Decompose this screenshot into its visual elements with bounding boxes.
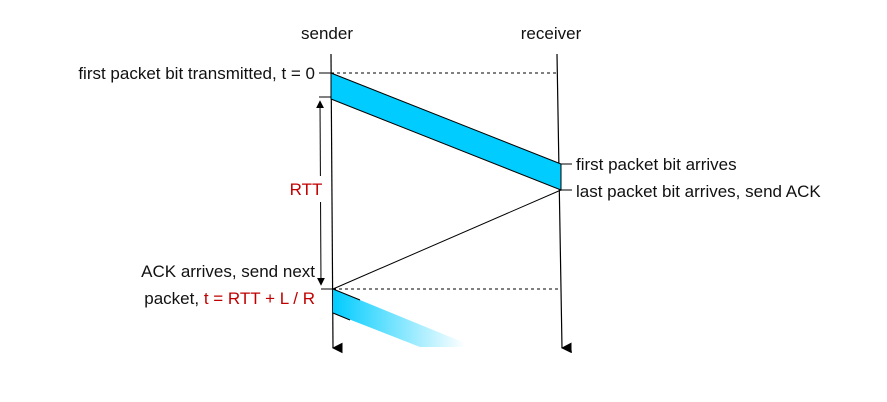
next-packet-top-edge	[332, 288, 361, 301]
ack-line	[332, 189, 562, 290]
sender-label: sender	[301, 24, 353, 43]
rtt-label: RTT	[290, 180, 323, 199]
ack-arrives-label-line2: packet, t = RTT + L / R	[144, 289, 315, 308]
rtt-label-background	[282, 176, 330, 202]
first-bit-arrives-label: first packet bit arrives	[576, 155, 737, 174]
next-packet-bottom-edge	[332, 312, 351, 321]
ack-arrives-formula: t = RTT + L / R	[204, 289, 315, 308]
receiver-label: receiver	[521, 24, 582, 43]
ack-arrives-label-line1: ACK arrives, send next	[141, 262, 315, 281]
next-packet-transmission	[333, 289, 465, 347]
last-bit-arrives-label: last packet bit arrives, send ACK	[576, 182, 821, 201]
receiver-timeline	[556, 53, 572, 354]
ack-arrives-prefix: packet,	[144, 289, 199, 308]
first-bit-transmitted-label: first packet bit transmitted, t = 0	[78, 64, 315, 83]
first-packet-transmission	[330, 72, 562, 191]
sender-timeline	[330, 53, 343, 354]
